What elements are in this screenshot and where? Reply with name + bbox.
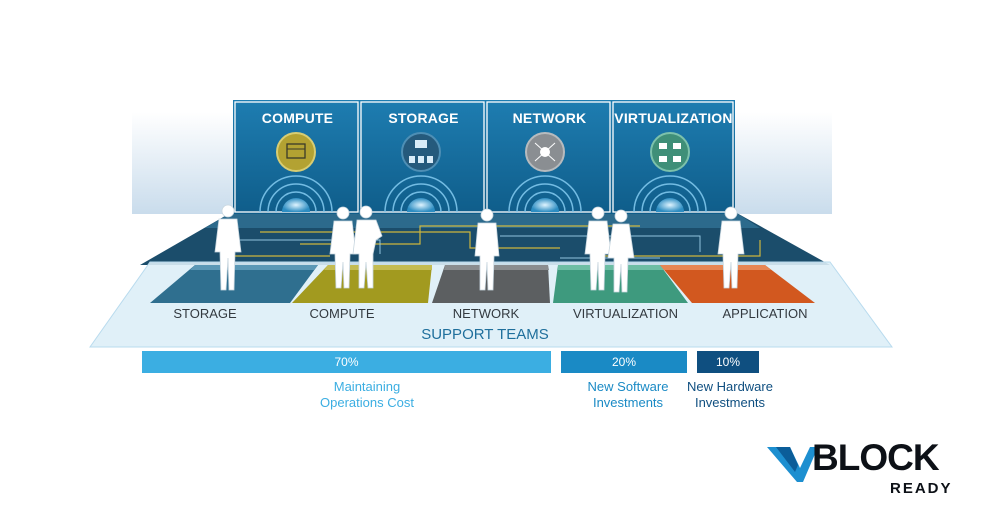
team-label-compute: COMPUTE [309, 306, 375, 321]
caption-operations: Maintaining Operations Cost [282, 379, 452, 411]
panel-title-virtualization: VIRTUALIZATION [614, 110, 733, 126]
panel-title-compute: COMPUTE [261, 110, 334, 126]
caption-hardware-line2: Investments [694, 395, 766, 410]
team-label-network: NETWORK [452, 306, 520, 321]
bar-operations: 70% [142, 351, 551, 373]
people-silhouettes [214, 204, 745, 293]
support-teams-label: SUPPORT TEAMS [421, 326, 549, 343]
caption-hardware-line1: New Hardware [687, 379, 773, 394]
caption-software: New Software Investments [569, 379, 687, 411]
bar-software: 20% [561, 351, 687, 373]
team-label-virtualization: VIRTUALIZATION [573, 306, 678, 321]
vblock-ready-text: READY [890, 480, 953, 497]
panel-title-network: NETWORK [512, 110, 587, 126]
panel-title-storage: STORAGE [388, 110, 459, 126]
team-label-application: APPLICATION [722, 306, 808, 321]
bar-hardware: 10% [697, 351, 759, 373]
caption-operations-line2: Operations Cost [320, 395, 414, 410]
caption-hardware: New Hardware Investments [680, 379, 780, 411]
caption-software-line1: New Software [587, 379, 669, 394]
vblock-logo-text: BLOCK [812, 437, 940, 478]
signal-arcs [259, 175, 707, 213]
vblock-v-logo [767, 447, 818, 482]
team-label-storage: STORAGE [173, 306, 237, 321]
caption-software-line2: Investments [592, 395, 664, 410]
panel-icons [276, 132, 690, 172]
caption-operations-line1: Maintaining [333, 379, 401, 394]
